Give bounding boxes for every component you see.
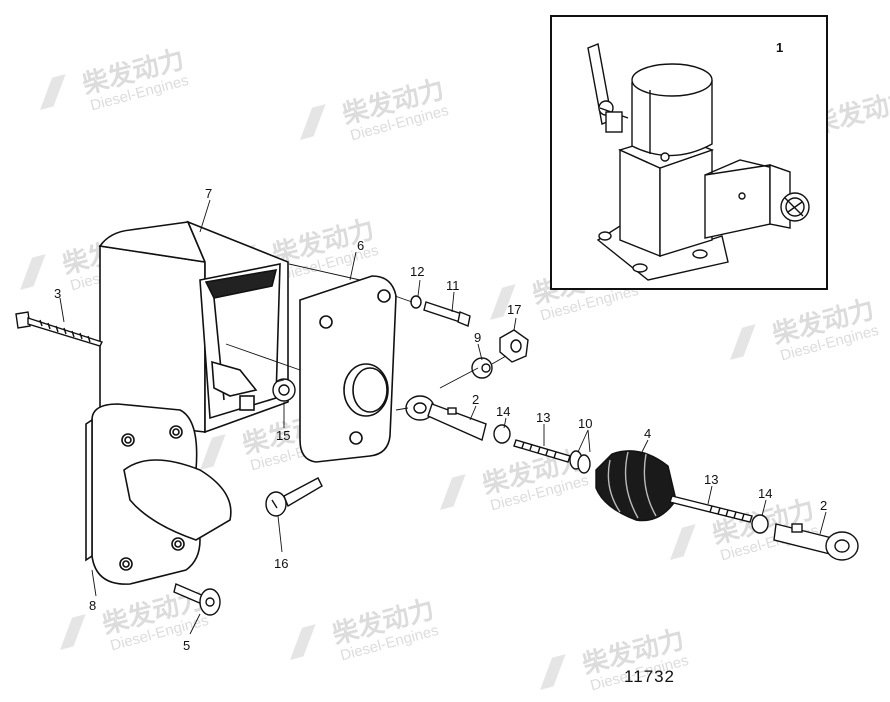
callout-3: 3 xyxy=(54,286,61,301)
screw-part-5 xyxy=(173,583,221,616)
callout-12: 12 xyxy=(410,264,424,279)
callout-2-left: 2 xyxy=(472,392,479,407)
figure-number: 11732 xyxy=(624,667,675,686)
bellows-part-4 xyxy=(595,450,677,522)
callout-5: 5 xyxy=(183,638,190,653)
screw-part-16 xyxy=(265,477,323,517)
collar-part-10 xyxy=(569,450,591,474)
callout-13-left: 13 xyxy=(536,410,550,425)
callout-16: 16 xyxy=(274,556,288,571)
callout-14-left: 14 xyxy=(496,404,510,419)
callout-9: 9 xyxy=(474,330,481,345)
callout-6: 6 xyxy=(357,238,364,253)
callout-10: 10 xyxy=(578,416,592,431)
rod-end-part-2-right xyxy=(773,523,859,561)
inset-actuator-assembly xyxy=(550,15,828,290)
callout-13-right: 13 xyxy=(704,472,718,487)
callout-14-right: 14 xyxy=(758,486,772,501)
bolt-part-11 xyxy=(423,301,471,327)
callout-17: 17 xyxy=(507,302,521,317)
callout-15: 15 xyxy=(276,428,290,443)
cover-plate-part-6 xyxy=(299,275,397,463)
threaded-rod-part-13-left xyxy=(513,439,571,463)
callout-leaders xyxy=(59,199,827,635)
washer-part-12 xyxy=(410,295,422,309)
nut-part-14-right xyxy=(751,514,769,534)
assembly-guide-lines xyxy=(225,263,507,411)
callout-8: 8 xyxy=(89,598,96,613)
inset-label: 1 xyxy=(776,40,783,55)
bolt-part-3 xyxy=(15,311,103,347)
nut-part-14-left xyxy=(493,424,511,444)
callout-2-right: 2 xyxy=(820,498,827,513)
nut-part-9 xyxy=(471,357,493,379)
callout-numbers: 7 3 6 12 11 9 17 2 14 13 10 4 13 14 2 15… xyxy=(54,186,827,653)
callout-4: 4 xyxy=(644,426,651,441)
callout-11: 11 xyxy=(446,278,460,293)
nut-part-15 xyxy=(272,378,296,402)
flange-plate-part-8 xyxy=(85,403,232,585)
housing-part-7 xyxy=(98,220,289,434)
callout-7: 7 xyxy=(205,186,212,201)
threaded-rod-part-13-right xyxy=(669,495,753,523)
